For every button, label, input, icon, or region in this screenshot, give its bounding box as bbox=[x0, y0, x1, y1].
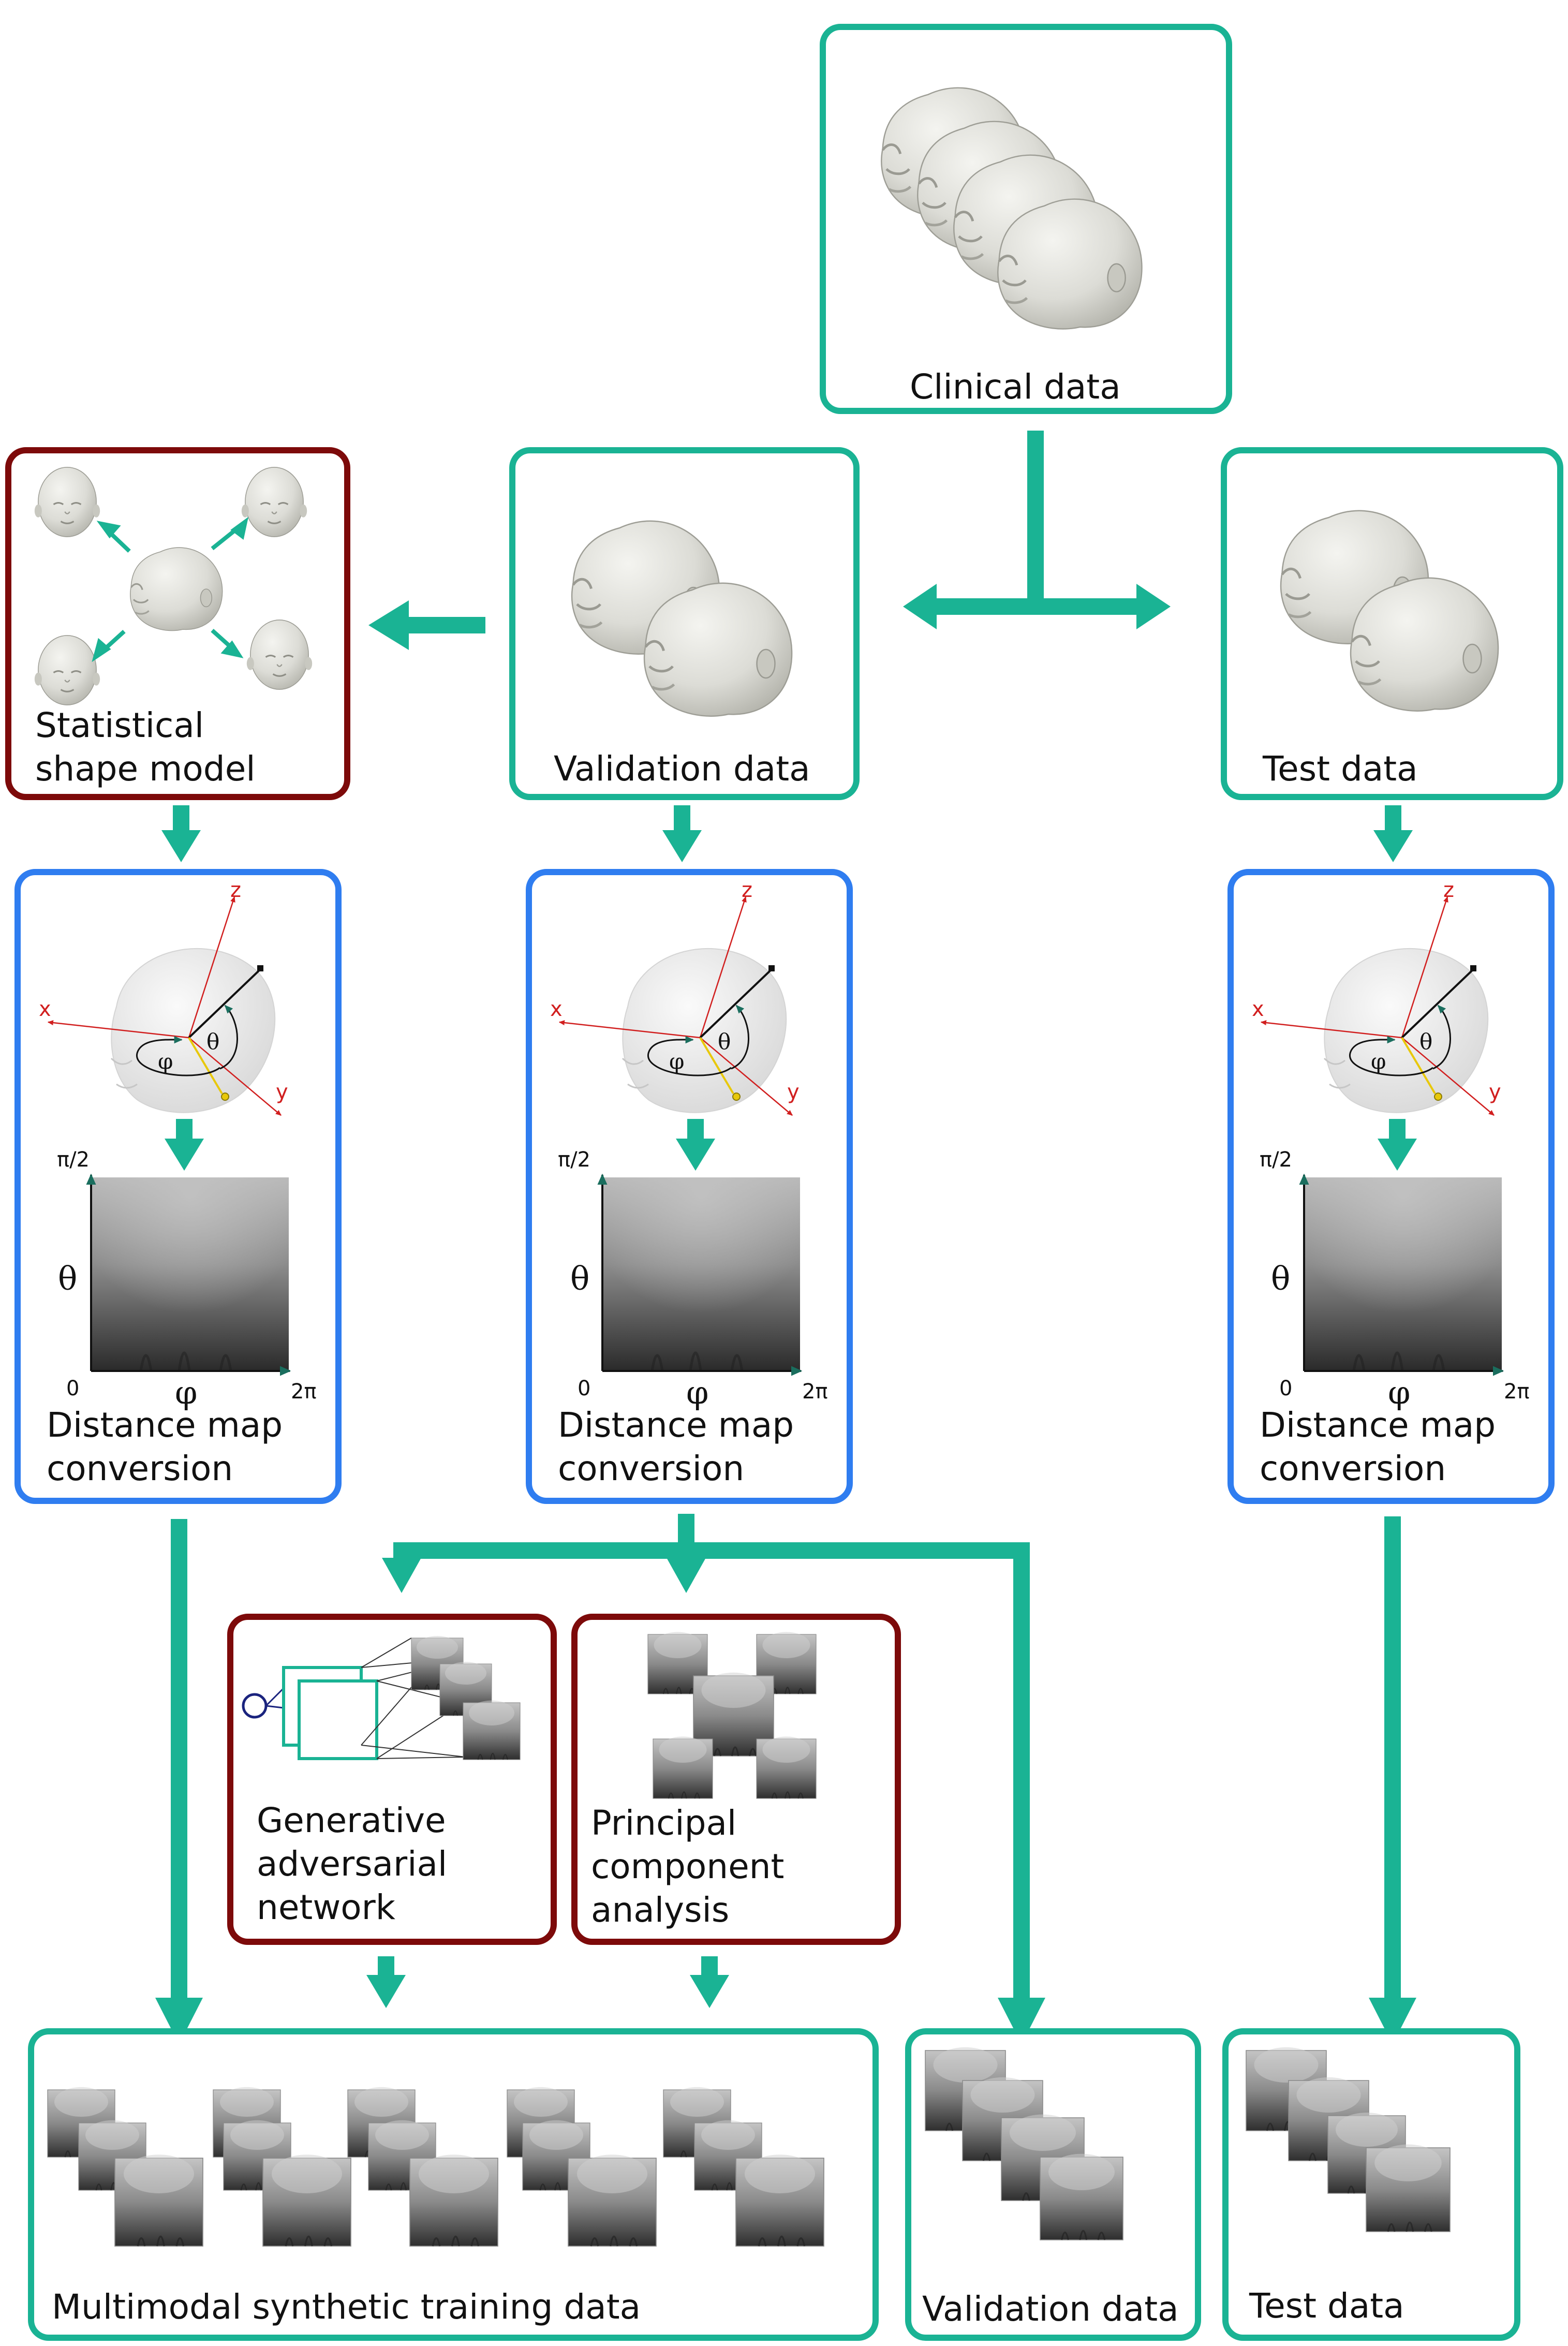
down-arrows-row2 bbox=[161, 805, 1413, 862]
dm-zero-tick: 0 bbox=[578, 1377, 590, 1400]
dm-caption-line2: conversion bbox=[47, 1449, 233, 1488]
dm-top-tick: π/2 bbox=[57, 1148, 90, 1172]
test-output-label: Test data bbox=[1249, 2286, 1404, 2326]
distance-map-panel-validation: π/2 θ 0 φ 2π Distance map conversion bbox=[526, 869, 853, 1504]
test-data-label: Test data bbox=[1262, 749, 1418, 789]
clinical-split-connector bbox=[903, 431, 1171, 629]
ssm-label-line2: shape model bbox=[35, 749, 256, 789]
arrow-validation-to-ssm bbox=[368, 600, 485, 650]
validation-data-label: Validation data bbox=[554, 749, 810, 789]
dm-right-tick: 2π bbox=[802, 1380, 828, 1404]
clinical-data-label: Clinical data bbox=[910, 367, 1121, 407]
dm-caption-line1: Distance map bbox=[1260, 1405, 1496, 1445]
connectors-lower bbox=[155, 1514, 1416, 2044]
dm-right-tick: 2π bbox=[291, 1380, 317, 1404]
distance-map-panel-test: π/2 θ 0 φ 2π Distance map conversion bbox=[1227, 869, 1555, 1504]
distance-map-panel-ssm: π/2 θ 0 φ 2π Distance map conversion bbox=[14, 869, 342, 1504]
validation-output-label: Validation data bbox=[922, 2289, 1179, 2329]
pca-label-line2: component bbox=[591, 1847, 784, 1886]
dm-phi-label: φ bbox=[175, 1374, 197, 1411]
dm-caption-line1: Distance map bbox=[558, 1405, 794, 1445]
dm-caption-line1: Distance map bbox=[47, 1405, 283, 1445]
ssm-label-line1: Statistical bbox=[35, 705, 204, 745]
dm-top-tick: π/2 bbox=[1260, 1148, 1292, 1172]
pca-label-line3: analysis bbox=[591, 1890, 729, 1930]
dm-zero-tick: 0 bbox=[66, 1377, 79, 1400]
dm-theta-label: θ bbox=[1271, 1260, 1290, 1297]
dm-theta-label: θ bbox=[570, 1260, 589, 1297]
dm-caption-line2: conversion bbox=[1260, 1449, 1446, 1488]
gan-label-line2: adversarial bbox=[257, 1844, 447, 1884]
training-data-label: Multimodal synthetic training data bbox=[52, 2287, 641, 2327]
dm-theta-label: θ bbox=[58, 1260, 77, 1297]
network-icon bbox=[242, 1635, 521, 1761]
gan-label-line3: network bbox=[257, 1887, 396, 1927]
dm-phi-label: φ bbox=[1388, 1374, 1410, 1411]
dm-top-tick: π/2 bbox=[558, 1148, 590, 1172]
dm-zero-tick: 0 bbox=[1279, 1377, 1292, 1400]
ssm-heads bbox=[34, 466, 313, 706]
dm-phi-label: φ bbox=[686, 1374, 708, 1411]
pca-label-line1: Principal bbox=[591, 1803, 736, 1843]
gan-label-line1: Generative bbox=[257, 1801, 446, 1840]
dm-right-tick: 2π bbox=[1504, 1380, 1530, 1404]
dm-caption-line2: conversion bbox=[558, 1449, 744, 1488]
pca-box bbox=[571, 1614, 901, 1945]
